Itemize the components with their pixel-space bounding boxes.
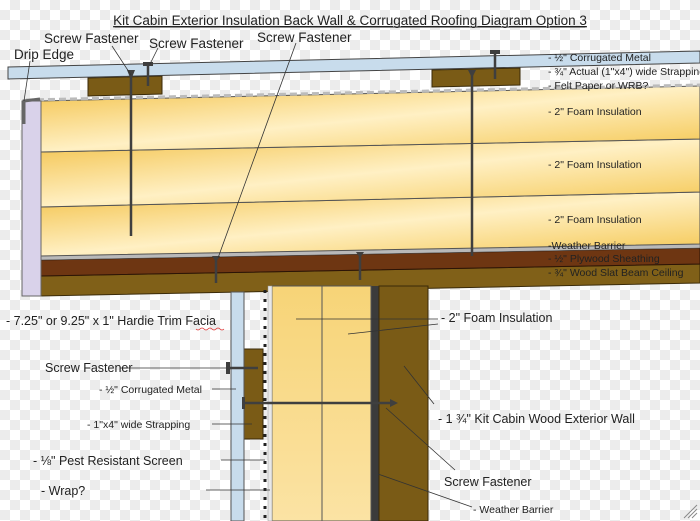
label-screw-fastener-1: Screw Fastener (44, 31, 139, 46)
ceiling-screw-2 (356, 252, 364, 280)
resize-grip-icon[interactable] (683, 504, 698, 519)
label-pest-screen: - ⅛" Pest Resistant Screen (33, 454, 183, 468)
label-wall-foam-insulation: - 2" Foam Insulation (441, 311, 552, 325)
label-bottom-screw-fastener: Screw Fastener (444, 475, 532, 489)
diagram-title: Kit Cabin Exterior Insulation Back Wall … (113, 13, 587, 28)
label-roof-weather-barrier: -Weather Barrier (548, 240, 626, 252)
label-plywood-sheathing: - ½" Plywood Sheathing (548, 253, 660, 265)
roof-corrugated-metal (7, 50, 700, 80)
label-wall-weather-barrier: - Weather Barrier (473, 504, 554, 516)
roof-strapping-left (87, 75, 163, 97)
label-foam-insulation-2: - 2" Foam Insulation (548, 159, 642, 171)
roof-strapping-right (431, 67, 521, 88)
label-foam-insulation-3: - 2" Foam Insulation (548, 214, 642, 226)
spellcheck-underline (195, 327, 225, 331)
wall-strapping (243, 348, 264, 440)
label-roof-strapping: - ¾" Actual (1"x4") wide Strapping (548, 66, 700, 78)
label-felt-paper: - Felt Paper or WRB? (548, 80, 649, 92)
label-foam-insulation-1: - 2" Foam Insulation (548, 106, 642, 118)
label-drip-edge: Drip Edge (14, 47, 74, 62)
label-kit-cabin-wall: - 1 ¾" Kit Cabin Wood Exterior Wall (438, 412, 635, 426)
label-wall-strapping: - 1"x4" wide Strapping (87, 419, 190, 431)
roof-screw-3 (490, 50, 500, 79)
label-screw-fastener-2: Screw Fastener (149, 36, 244, 51)
wall-screw-long (242, 397, 398, 409)
roof-screw-2 (143, 62, 153, 86)
label-hardie-trim: - 7.25" or 9.25" x 1" Hardie Trim Facia (6, 314, 216, 328)
leader-lines (23, 42, 473, 508)
label-wood-slat-ceiling: - ¾" Wood Slat Beam Ceiling (548, 267, 684, 279)
roof-screw-4 (468, 70, 476, 256)
label-wall-screw-fastener: Screw Fastener (45, 361, 133, 375)
wall-screw-upper (226, 362, 258, 374)
label-wrap: - Wrap? (41, 484, 85, 498)
label-screw-fastener-3: Screw Fastener (257, 30, 352, 45)
label-roof-corrugated-metal: - ½" Corrugated Metal (548, 52, 651, 64)
label-wall-corrugated-metal: - ½" Corrugated Metal (99, 384, 202, 396)
hardie-trim-fascia (21, 100, 42, 297)
felt-paper-line (25, 83, 700, 102)
